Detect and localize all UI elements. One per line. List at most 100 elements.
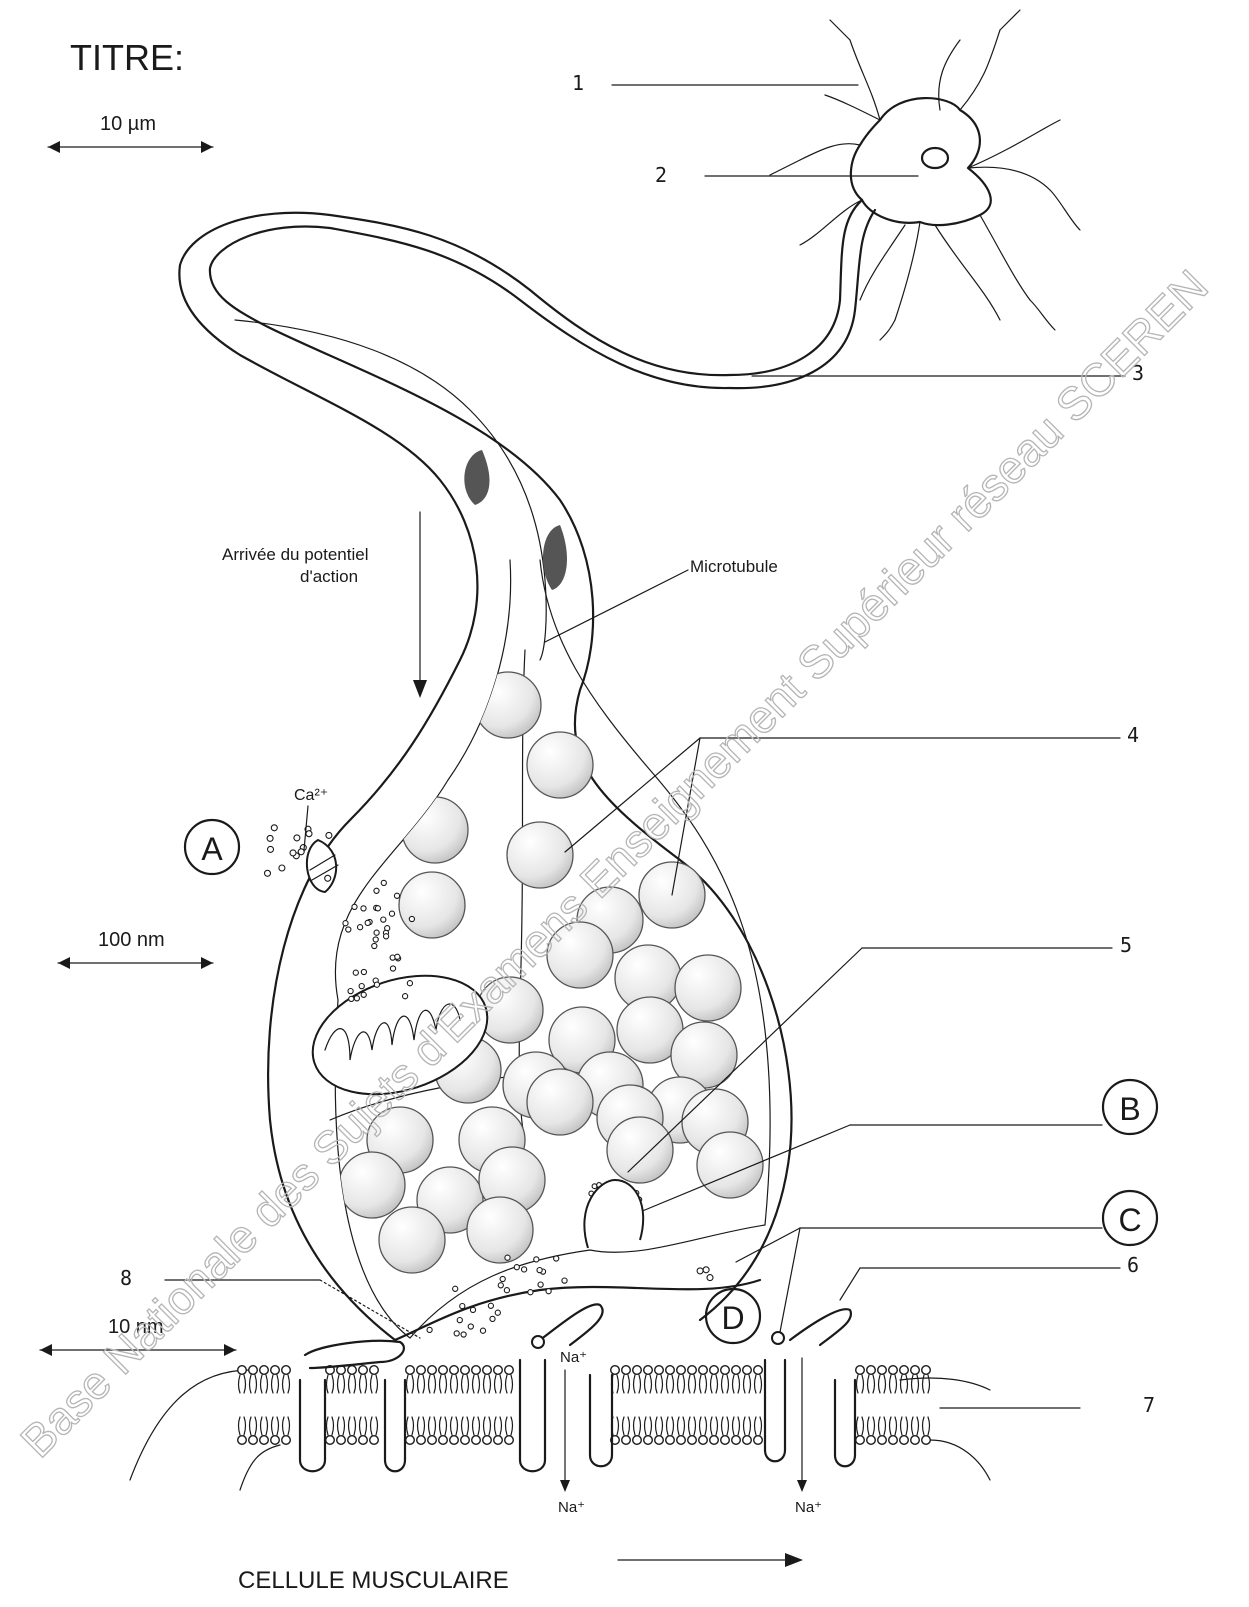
lipid-head	[326, 1436, 335, 1445]
lipid-head	[348, 1366, 357, 1375]
lipid-tail	[901, 1375, 908, 1393]
vesicle	[527, 1069, 593, 1135]
lipid-head	[439, 1366, 448, 1375]
lipid-head	[721, 1436, 730, 1445]
particle	[703, 1267, 709, 1273]
particle	[460, 1304, 465, 1309]
microtubule-label: Microtubule	[690, 557, 778, 576]
particle	[395, 954, 400, 959]
lipid-head	[417, 1366, 426, 1375]
particle	[454, 1331, 459, 1336]
lipid-tail	[879, 1375, 886, 1393]
particle	[468, 1324, 473, 1329]
lipid-tail	[327, 1375, 334, 1393]
label-B: B	[1119, 1091, 1140, 1127]
lipid-tail	[440, 1375, 447, 1393]
lipid-tail	[890, 1417, 897, 1435]
lipid-tail	[462, 1375, 469, 1393]
lipid-head	[359, 1436, 368, 1445]
action-potential-arrow: Arrivée du potentiel d'action	[222, 512, 427, 698]
lipid-tail	[733, 1375, 740, 1393]
particle	[352, 904, 357, 909]
vesicle	[607, 1117, 673, 1183]
label-1: 1	[572, 71, 584, 95]
lipid-head	[461, 1436, 470, 1445]
lipid-tail	[645, 1417, 652, 1435]
particle	[394, 893, 399, 898]
lipid-head	[754, 1436, 763, 1445]
lipid-tail	[360, 1375, 367, 1393]
particle	[470, 1307, 475, 1312]
lipid-tail	[506, 1417, 513, 1435]
particle	[707, 1275, 713, 1281]
lipid-tail	[239, 1417, 246, 1435]
lipid-head	[472, 1366, 481, 1375]
lipid-head	[732, 1436, 741, 1445]
lipid-head	[494, 1436, 503, 1445]
lipid-head	[271, 1436, 280, 1445]
particle	[375, 906, 380, 911]
lipid-tail	[418, 1375, 425, 1393]
lipid-head	[494, 1366, 503, 1375]
particle	[381, 917, 386, 922]
lipid-tail	[250, 1417, 257, 1435]
postsynaptic-membrane	[130, 1304, 990, 1492]
lipid-tail	[418, 1417, 425, 1435]
lipid-head	[867, 1366, 876, 1375]
lipid-tail	[272, 1417, 279, 1435]
lipid-head	[922, 1436, 931, 1445]
lipid-tail	[360, 1417, 367, 1435]
lipid-tail	[857, 1417, 864, 1435]
vesicle	[475, 672, 541, 738]
particle	[373, 937, 378, 942]
lipid-tail	[722, 1375, 729, 1393]
sodium-label-bottom-left: Na⁺	[558, 1499, 585, 1516]
sodium-label-bottom-right: Na⁺	[795, 1499, 822, 1516]
muscle-cell-label: CELLULE MUSCULAIRE	[238, 1567, 509, 1594]
particle	[271, 825, 277, 831]
particle	[348, 989, 353, 994]
lipid-tail	[890, 1375, 897, 1393]
particle	[353, 970, 358, 975]
lipid-tail	[261, 1417, 268, 1435]
particle	[592, 1184, 597, 1189]
lipid-head	[677, 1436, 686, 1445]
lipid-tail	[407, 1375, 414, 1393]
vesicle	[399, 872, 465, 938]
lipid-head	[359, 1366, 368, 1375]
particle	[346, 927, 351, 932]
lipid-tail	[349, 1417, 356, 1435]
particle	[354, 996, 359, 1001]
lipid-head	[428, 1436, 437, 1445]
lipid-tail	[429, 1375, 436, 1393]
particle	[500, 1276, 505, 1281]
lipid-head	[878, 1436, 887, 1445]
lipid-head	[900, 1366, 909, 1375]
particle	[372, 943, 377, 948]
lipid-bilayer	[238, 1366, 931, 1445]
lipid-tail	[429, 1417, 436, 1435]
lipid-head	[439, 1436, 448, 1445]
particle	[290, 850, 296, 856]
particle	[361, 992, 366, 997]
lipid-head	[666, 1366, 675, 1375]
lipid-tail	[239, 1375, 246, 1393]
lipid-head	[644, 1436, 653, 1445]
vesicle	[467, 1197, 533, 1263]
lipid-tail	[711, 1417, 718, 1435]
label-4: 4	[1127, 723, 1139, 747]
particle	[697, 1268, 703, 1274]
diagram-title: TITRE:	[70, 37, 184, 78]
lipid-tail	[656, 1375, 663, 1393]
lipid-head	[450, 1436, 459, 1445]
lipid-head	[505, 1366, 514, 1375]
lipid-tail	[283, 1417, 290, 1435]
lipid-tail	[371, 1417, 378, 1435]
lipid-head	[622, 1366, 631, 1375]
particle	[265, 870, 271, 876]
lipid-tail	[722, 1417, 729, 1435]
lipid-tail	[495, 1375, 502, 1393]
lipid-head	[622, 1436, 631, 1445]
lipid-tail	[495, 1417, 502, 1435]
action-potential-label-line2: d'action	[300, 567, 358, 586]
